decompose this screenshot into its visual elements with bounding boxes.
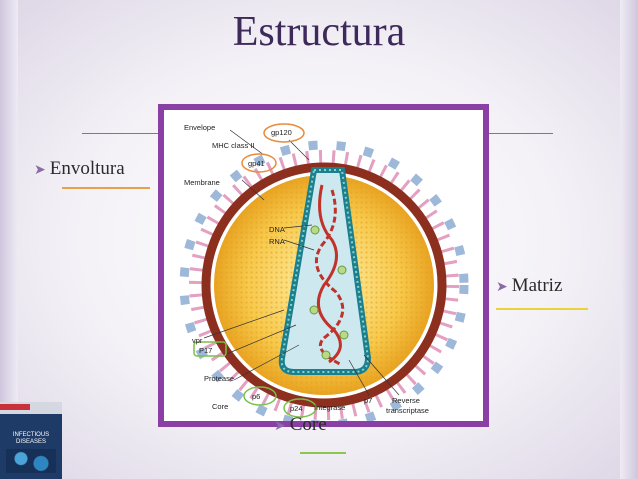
label-protease: Protease — [204, 374, 234, 383]
matriz-underline — [496, 308, 588, 310]
label-reverse: Reverse — [392, 396, 420, 405]
bullet-core: ➤ Core — [274, 414, 327, 436]
bullet-arrow-icon: ➤ — [274, 419, 286, 434]
book-cover-logo — [0, 404, 30, 410]
bullet-envoltura-label: Envoltura — [50, 158, 125, 179]
bullet-arrow-icon: ➤ — [34, 163, 46, 178]
envoltura-underline — [62, 187, 150, 189]
label-transcriptase: transcriptase — [386, 406, 429, 415]
label-p6: p6 — [252, 392, 260, 401]
book-cover-art — [6, 449, 56, 473]
bullet-arrow-icon: ➤ — [496, 280, 508, 295]
bullet-core-label: Core — [290, 414, 327, 435]
slide-title: Estructura — [0, 8, 638, 56]
title-rule-left — [82, 133, 158, 134]
core-underline — [300, 452, 346, 454]
infectious-diseases-book-cover: INFECTIOUS DISEASES — [0, 402, 62, 479]
bullet-envoltura: ➤ Envoltura — [34, 158, 125, 180]
label-p24: p24 — [290, 404, 303, 413]
label-vpr: vpr — [192, 336, 203, 345]
label-dna: DNA — [269, 225, 285, 234]
label-core: Core — [212, 402, 228, 411]
bullet-matriz: ➤ Matriz — [496, 275, 562, 297]
label-p17: P17 — [199, 346, 212, 355]
label-integrase: Integrase — [314, 403, 345, 412]
hiv-virion-diagram: Envelope gp120 MHC class II gp41 Membran… — [164, 110, 483, 421]
label-envelope: Envelope — [184, 123, 215, 132]
title-rule-right — [483, 133, 553, 134]
label-rna: RNA — [269, 237, 285, 246]
label-membrane: Membrane — [184, 178, 220, 187]
book-cover-title: INFECTIOUS DISEASES — [3, 432, 59, 446]
bullet-matriz-label: Matriz — [512, 275, 563, 296]
label-gp41: gp41 — [248, 159, 265, 168]
label-gp120: gp120 — [271, 128, 292, 137]
label-p7: p7 — [364, 396, 372, 405]
label-mhc-class-ii: MHC class II — [212, 141, 255, 150]
right-edge-decoration — [620, 0, 638, 479]
hiv-diagram-frame: Envelope gp120 MHC class II gp41 Membran… — [158, 104, 489, 427]
